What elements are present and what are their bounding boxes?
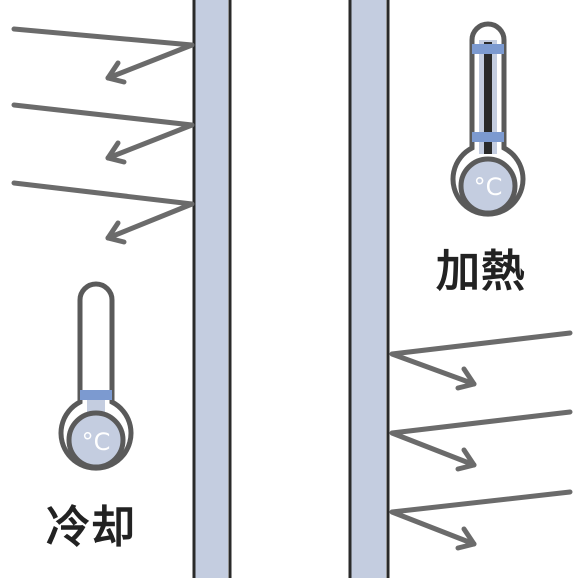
cooling-label: 冷却 bbox=[46, 502, 136, 553]
arrow-icon bbox=[11, 26, 195, 81]
right-arrows bbox=[389, 330, 573, 551]
arrow-icon bbox=[389, 409, 573, 468]
arrow-icon bbox=[389, 489, 573, 547]
thermometer-hot-icon: °C bbox=[450, 21, 526, 217]
left-wall bbox=[192, 0, 232, 578]
unit-label-cold: °C bbox=[82, 428, 111, 456]
left-arrows bbox=[11, 26, 195, 245]
right-wall bbox=[348, 0, 390, 578]
heating-label: 加熱 bbox=[436, 246, 526, 297]
unit-label-hot: °C bbox=[474, 173, 503, 201]
arrow-icon bbox=[389, 330, 573, 387]
arrow-icon bbox=[11, 180, 195, 241]
arrow-icon bbox=[11, 102, 195, 161]
thermometer-cold-icon: °C bbox=[58, 281, 134, 471]
